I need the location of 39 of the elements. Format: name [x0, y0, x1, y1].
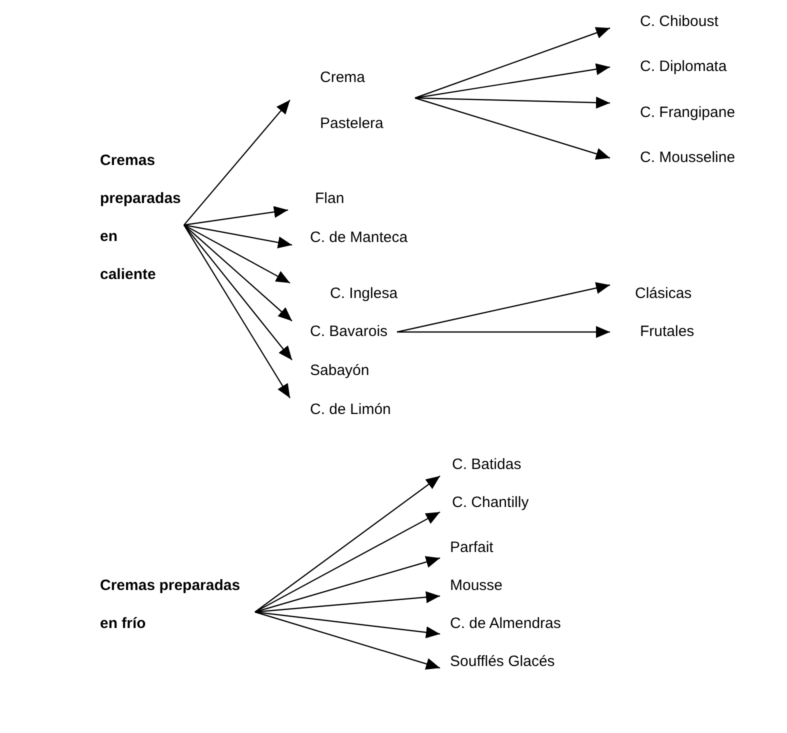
cream-name: C. Bavarois: [292, 320, 397, 344]
category-heading: Cremas preparadas en caliente: [100, 142, 184, 294]
cream-name: Clásicas: [610, 282, 720, 306]
arrow: [254, 611, 440, 670]
cream-name: C. de Manteca: [292, 226, 442, 250]
cream-name: Sabayón: [292, 359, 392, 383]
arrow: [254, 556, 440, 613]
arrow: [254, 611, 440, 638]
cream-name: Flan: [288, 187, 368, 211]
cream-name: C. de Limón: [290, 398, 410, 422]
arrow: [396, 282, 610, 333]
arrow: [254, 591, 440, 613]
arrow: [184, 224, 292, 360]
arrow: [184, 224, 292, 248]
cream-name: C. de Almendras: [440, 612, 600, 636]
arrow: [414, 27, 610, 99]
arrow: [414, 96, 610, 109]
arrow: [414, 97, 610, 160]
cream-name: C. Frangipane: [610, 101, 770, 125]
cream-name: C. Mousseline: [610, 146, 770, 170]
arrow: [184, 100, 290, 226]
cream-name: Frutales: [610, 320, 720, 344]
cream-name: C. Chiboust: [610, 10, 760, 34]
arrow: [397, 326, 610, 338]
cream-name: Parfait: [440, 536, 540, 560]
cream-name: C. Inglesa: [290, 282, 420, 306]
cream-name: Soufflés Glacés: [440, 650, 600, 674]
arrow: [184, 224, 290, 284]
arrow: [183, 224, 291, 398]
arrow: [184, 224, 292, 322]
arrow: [414, 63, 610, 99]
arrow: [254, 511, 440, 613]
arrow: [254, 476, 440, 612]
category-heading: Cremas preparadas en frío: [100, 567, 255, 643]
cream-name: C. Chantilly: [440, 491, 560, 515]
arrow: [184, 206, 288, 226]
cream-name: Mousse: [440, 574, 540, 598]
cream-name: C. Diplomata: [610, 55, 760, 79]
cream-name: C. Batidas: [440, 453, 560, 477]
